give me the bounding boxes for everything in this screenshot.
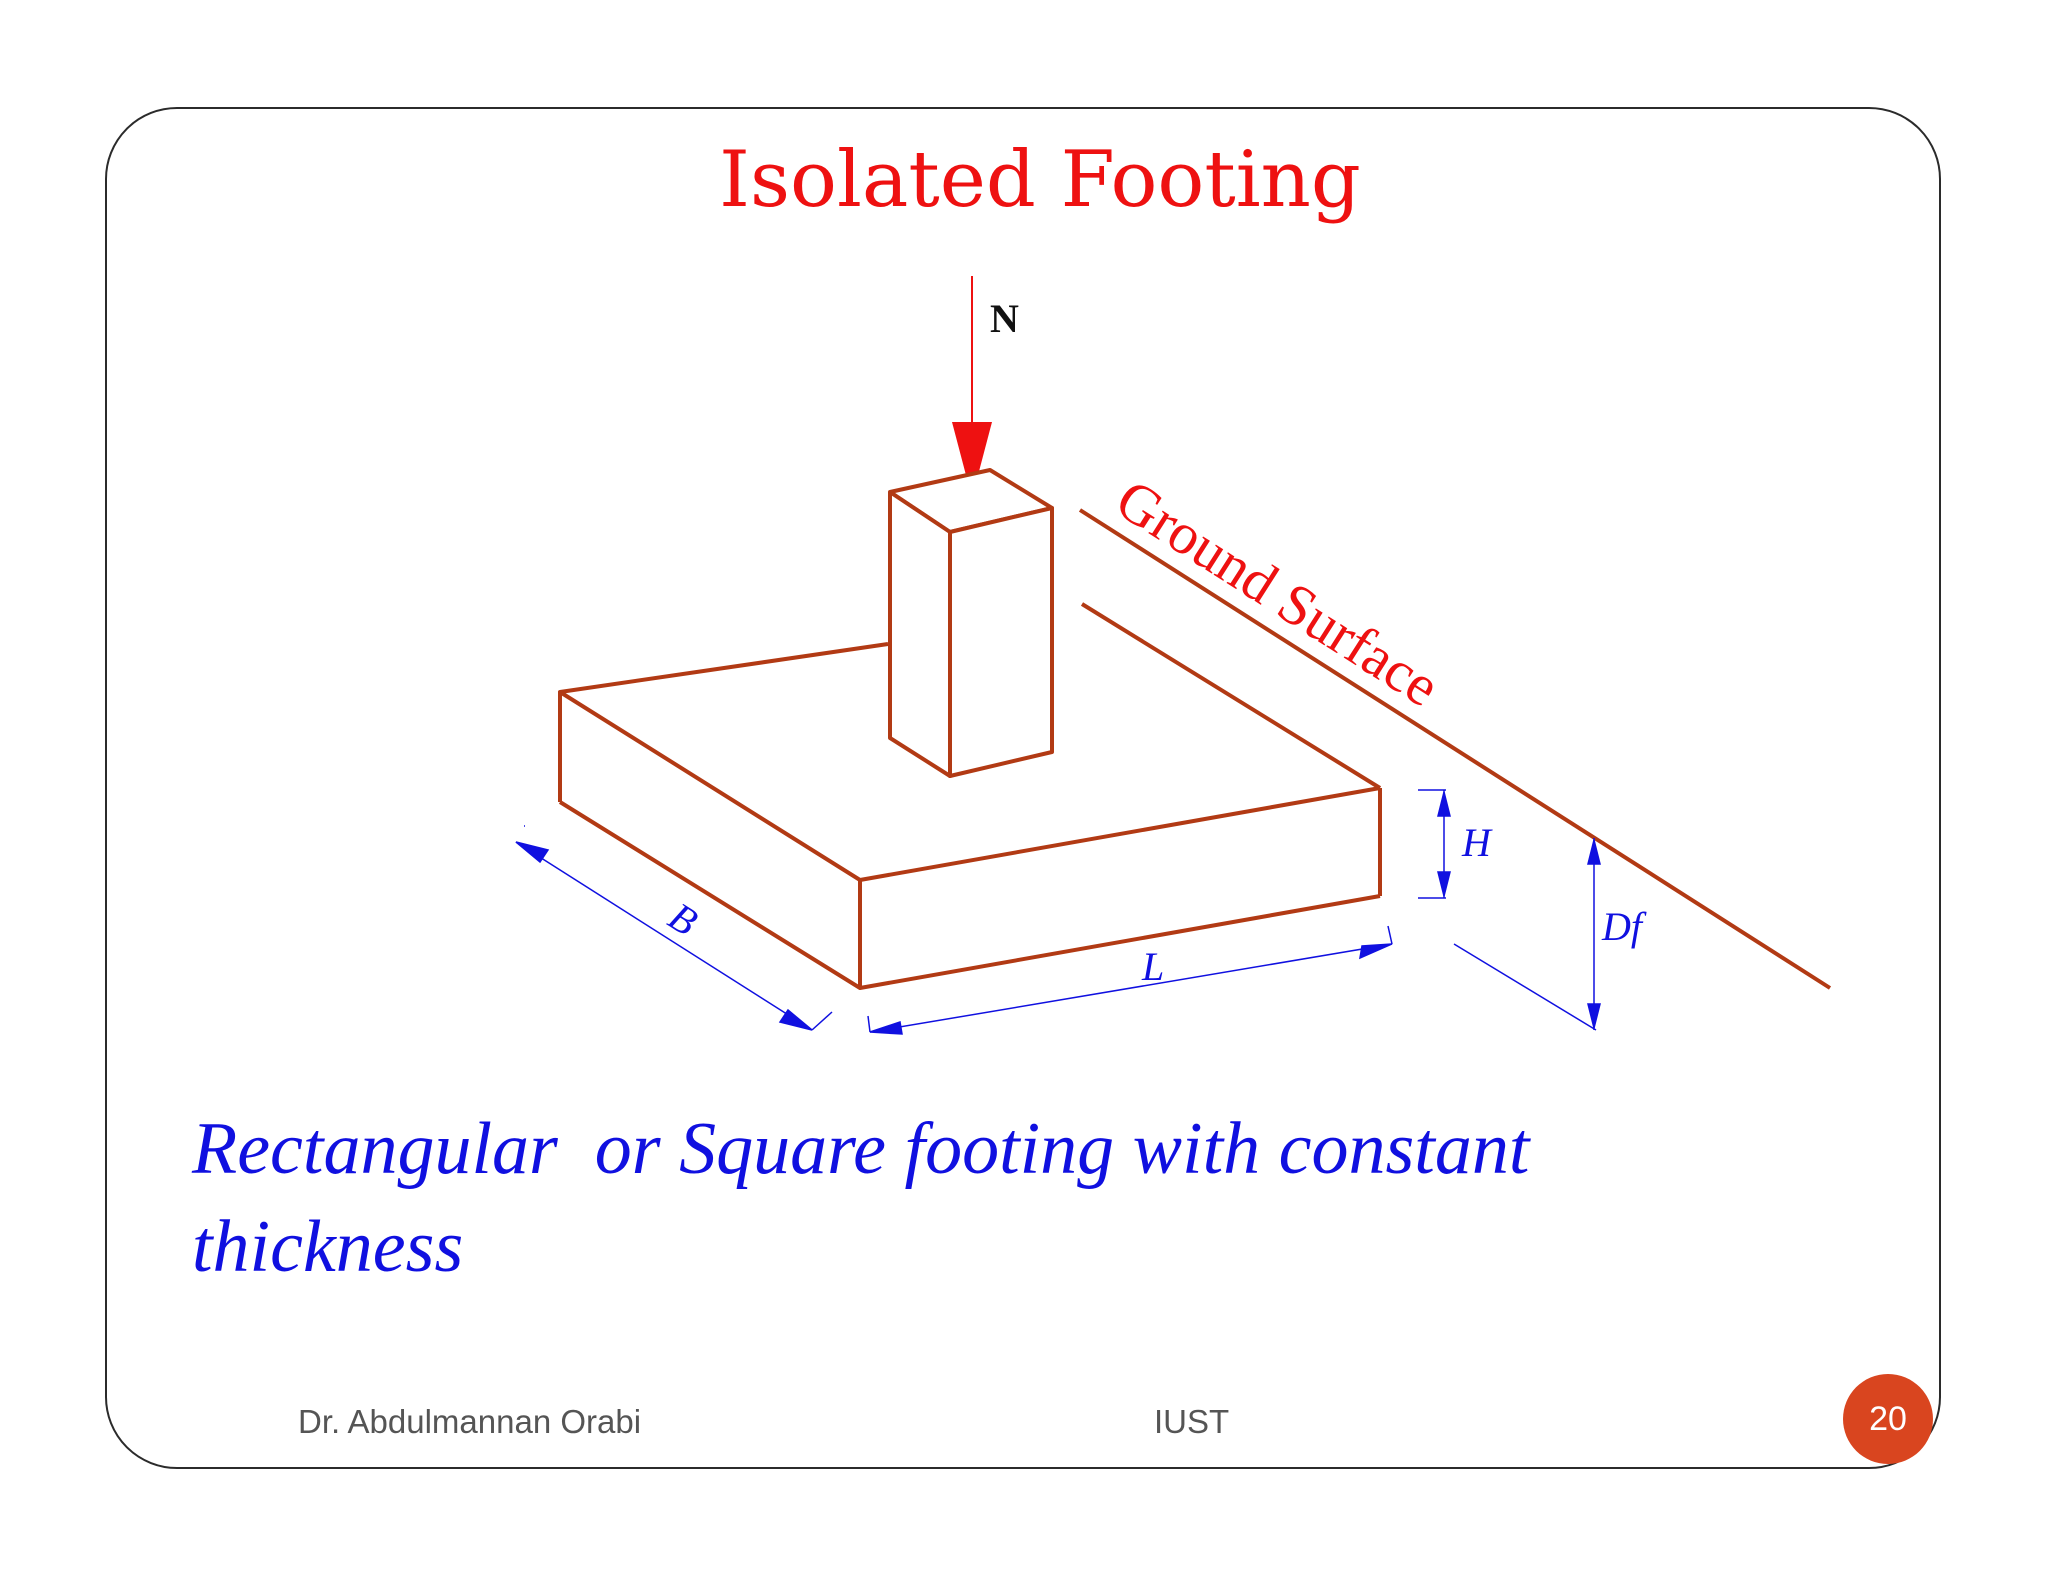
dimension-df-label: Df [1601, 904, 1647, 949]
dimension-h [1418, 789, 1451, 899]
dimension-b [515, 825, 833, 1031]
slide-title: Isolated Footing [719, 135, 1361, 225]
footing-slab [558, 602, 1382, 990]
footer-author: Dr. Abdulmannan Orabi [298, 1403, 642, 1440]
load-arrow [952, 276, 992, 498]
dimension-l-label: L [1141, 944, 1164, 989]
slide-frame [105, 107, 1941, 1469]
dimension-df [1453, 838, 1601, 1031]
dimension-l [867, 925, 1393, 1035]
dimension-b-label: B [661, 893, 706, 944]
footer-organization: IUST [1154, 1403, 1230, 1440]
dimension-h-label: H [1461, 820, 1493, 865]
slide-caption: Rectangular or Square footing with const… [192, 1100, 1692, 1296]
page-number-badge: 20 [1843, 1374, 1933, 1464]
column [888, 468, 1054, 778]
ground-surface-label: Ground Surface [1105, 466, 1451, 719]
ground-surface-line [1078, 508, 1832, 990]
caption-line-2: thickness [192, 1206, 464, 1288]
load-label: N [990, 296, 1019, 341]
caption-line-1: Rectangular or Square footing with const… [192, 1108, 1530, 1190]
